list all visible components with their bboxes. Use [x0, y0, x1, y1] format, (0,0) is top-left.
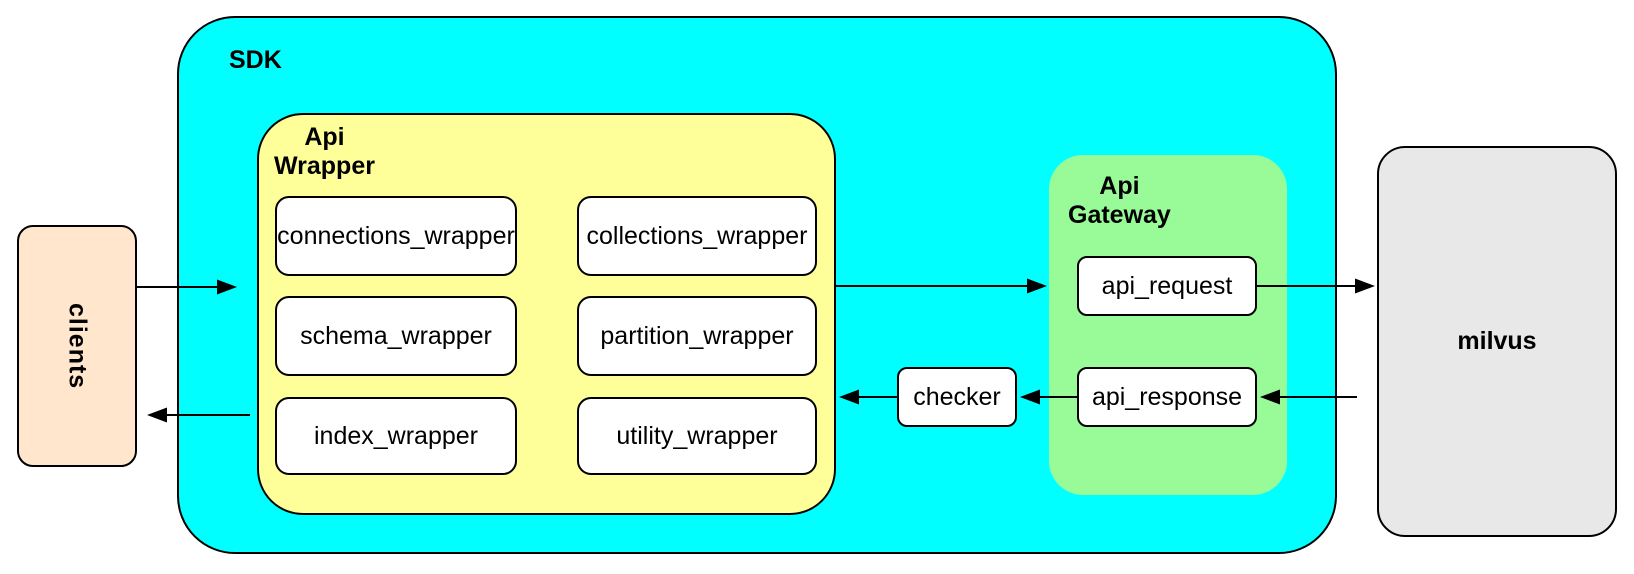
schema-wrapper-box: schema_wrapper	[275, 296, 517, 376]
milvus-box: milvus	[1377, 146, 1617, 537]
api-gateway-label-line1: Api	[1099, 172, 1140, 200]
api-gateway-label-line2: Gateway	[1068, 201, 1171, 229]
collections-wrapper-box: collections_wrapper	[577, 196, 817, 276]
api-gateway-container: Api Gateway	[1049, 155, 1287, 495]
clients-box: clients	[17, 225, 137, 467]
api-response-box: api_response	[1077, 367, 1257, 427]
utility-wrapper-box: utility_wrapper	[577, 397, 817, 475]
checker-box: checker	[897, 367, 1017, 427]
api-wrapper-label: Api Wrapper	[274, 123, 375, 181]
api-gateway-label: Api Gateway	[1068, 172, 1171, 230]
clients-label: clients	[63, 302, 92, 390]
index-wrapper-box: index_wrapper	[275, 397, 517, 475]
arrow-head-sdk-to-clients	[147, 407, 167, 423]
api-wrapper-label-line1: Api	[304, 123, 345, 151]
connections-wrapper-box: connections_wrapper	[275, 196, 517, 276]
api-request-box: api_request	[1077, 256, 1257, 316]
arrow-head-api-request-to-milvus	[1355, 278, 1375, 294]
partition-wrapper-box: partition_wrapper	[577, 296, 817, 376]
api-wrapper-label-line2: Wrapper	[274, 152, 375, 180]
sdk-label: SDK	[229, 46, 282, 74]
